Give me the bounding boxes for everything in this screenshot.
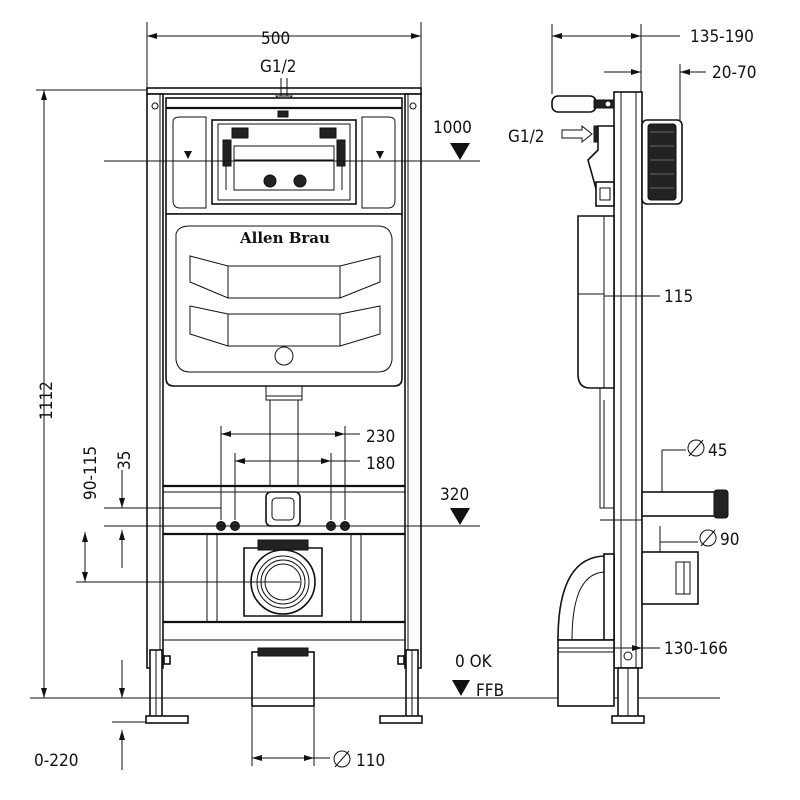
dim-90-label: 90 <box>720 530 739 550</box>
dim-90-115-label: 90-115 <box>81 446 101 500</box>
dim-115-label: 115 <box>664 287 693 307</box>
dim-230-label: 230 <box>366 427 395 447</box>
dim-1000-label: 1000 <box>433 118 472 138</box>
dim-130-166-label: 130-166 <box>664 639 728 659</box>
dim-320-label: 320 <box>440 485 469 505</box>
ffb-label: FFB <box>476 681 504 701</box>
level-marker-320 <box>450 508 470 525</box>
g12-side-label: G1/2 <box>508 127 544 147</box>
dim-45-label: 45 <box>708 441 727 461</box>
dim-180-label: 180 <box>366 454 395 474</box>
dim-1112-label: 1112 <box>37 381 57 420</box>
side-view: 135-190 20-70 G1/2 <box>508 24 756 724</box>
zero-ok-label: 0 OK <box>455 652 493 672</box>
floor-level-marker <box>452 680 470 696</box>
dim-0-220-label: 0-220 <box>34 751 78 771</box>
g12-front-label: G1/2 <box>260 57 296 77</box>
level-marker-1000 <box>450 143 470 160</box>
brand-label: Allen Brau <box>239 229 330 247</box>
dim-35-label: 35 <box>115 451 135 470</box>
dim-135-190-label: 135-190 <box>690 27 754 47</box>
dim-110-label: 110 <box>356 751 385 771</box>
dim-500-label: 500 <box>261 29 290 49</box>
dim-20-70-label: 20-70 <box>712 63 756 83</box>
